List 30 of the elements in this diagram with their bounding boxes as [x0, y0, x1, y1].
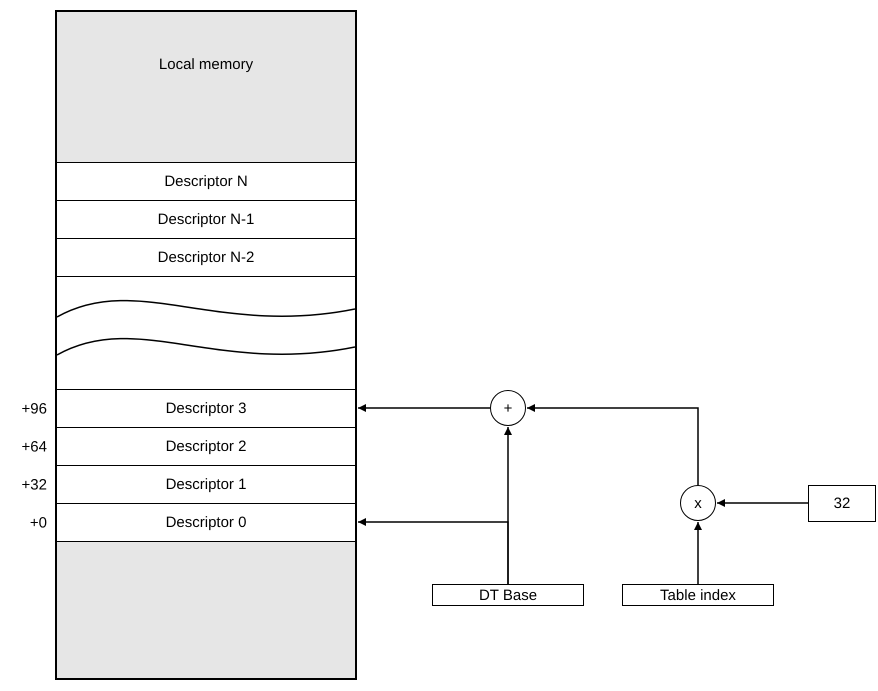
box-label: Descriptor N-2 — [158, 249, 254, 266]
offset-label: +64 — [22, 438, 47, 455]
descriptor-row — [57, 238, 355, 276]
arrow — [694, 522, 702, 584]
descriptor-row — [57, 200, 355, 238]
box-label: Descriptor 1 — [166, 476, 246, 493]
box-label: Descriptor 3 — [166, 400, 246, 417]
arrow — [358, 404, 490, 412]
offset-label: +0 — [30, 514, 47, 531]
arrow — [717, 499, 808, 507]
input-box — [432, 584, 584, 606]
region-label: Local memory — [158, 56, 254, 73]
operator-sign: + — [504, 400, 512, 416]
box-label: Descriptor 2 — [166, 438, 246, 455]
arrow — [358, 518, 509, 584]
offset-label: +32 — [22, 476, 47, 493]
box-label: Descriptor N — [164, 173, 248, 190]
box-label: Descriptor 0 — [166, 514, 246, 531]
multiplier-circle — [680, 485, 716, 521]
box-label: Table index — [660, 586, 736, 604]
box-label: 32 — [834, 495, 850, 512]
offset-label: +96 — [22, 400, 47, 417]
arrow — [527, 404, 699, 485]
box-label: Descriptor N-1 — [158, 211, 254, 228]
descriptor-row — [57, 162, 355, 200]
input-box — [622, 584, 774, 606]
box-label: DT Base — [478, 586, 538, 604]
input-box — [808, 485, 876, 522]
adder-circle — [490, 390, 526, 426]
operator-sign: x — [694, 494, 702, 512]
